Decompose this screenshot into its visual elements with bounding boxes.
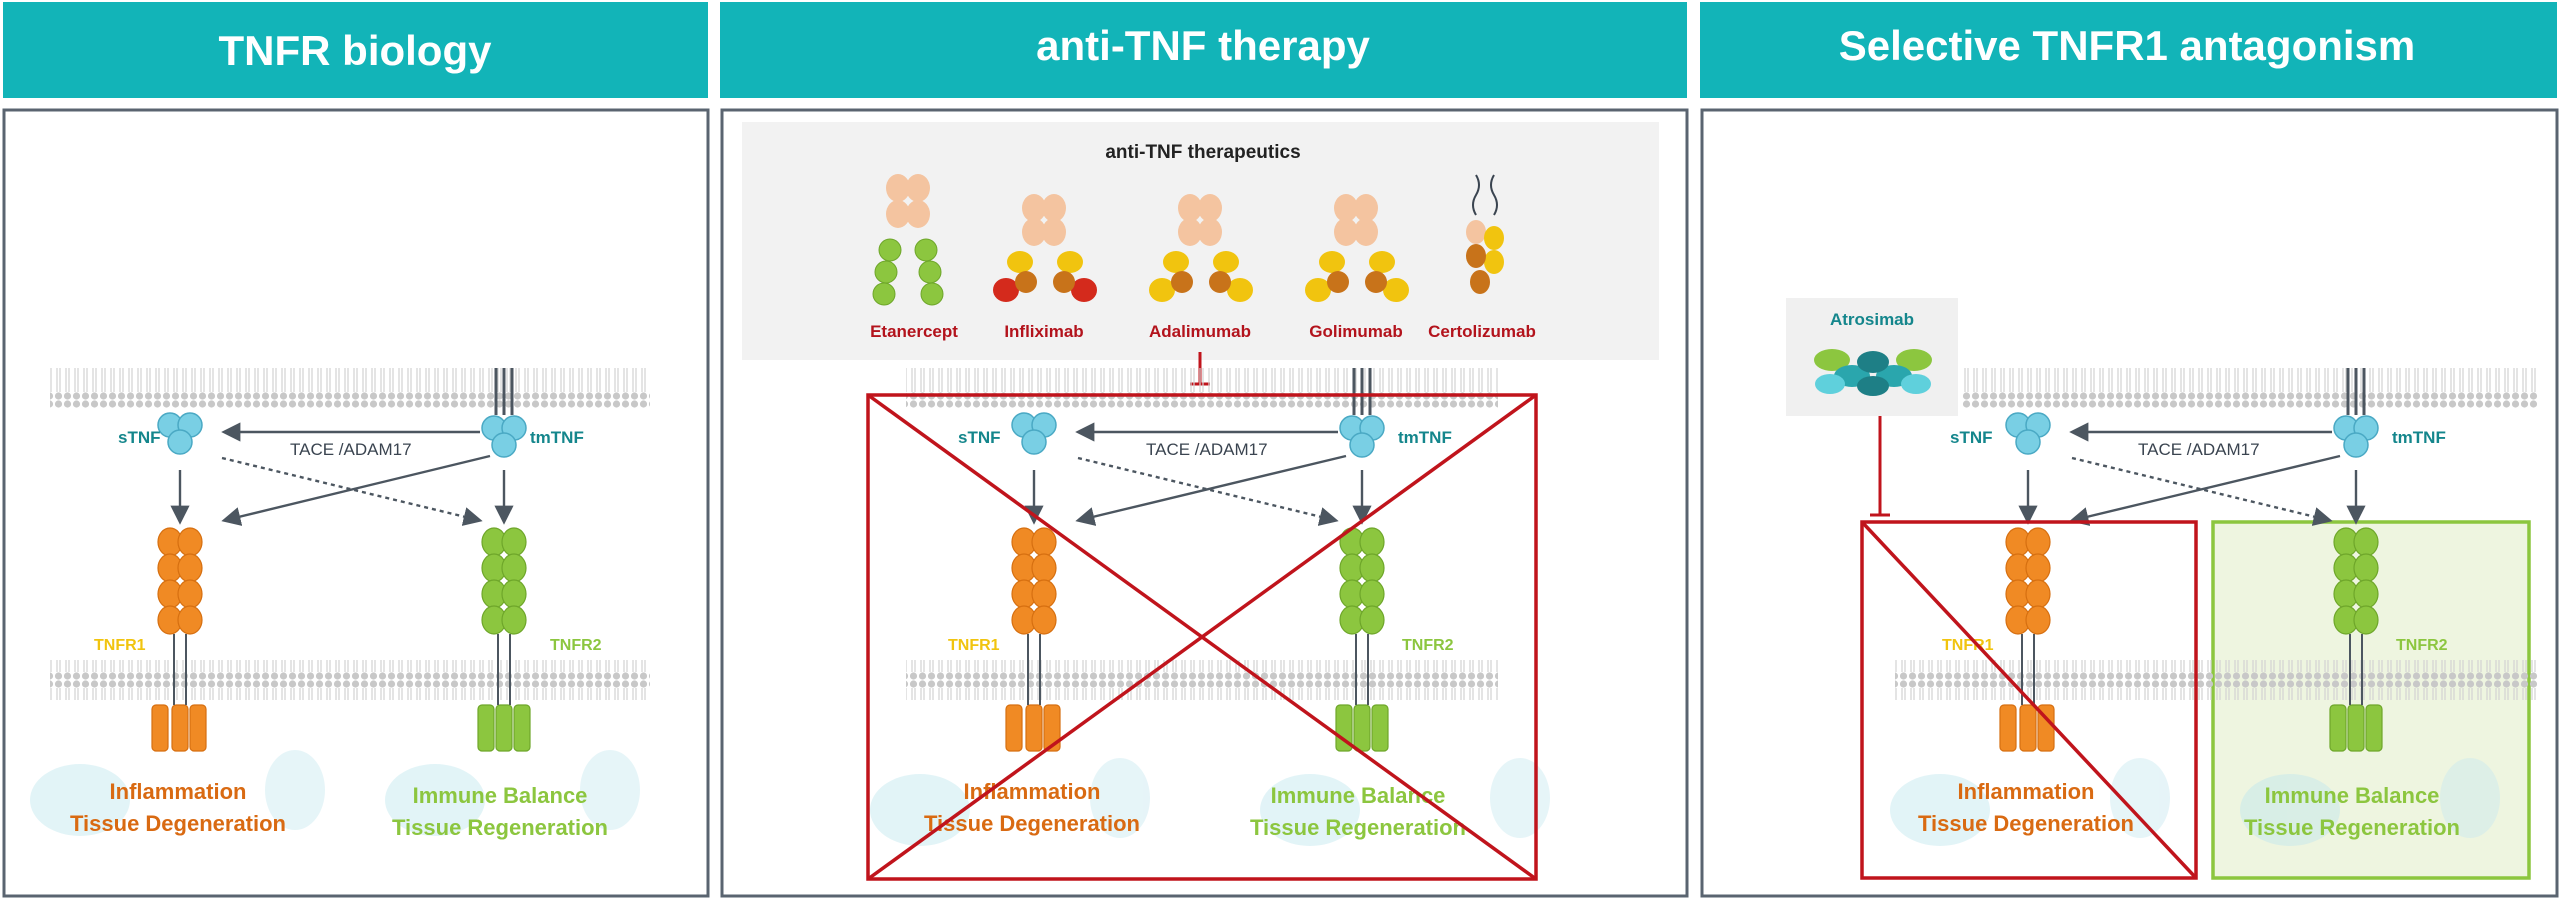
panel-title: Selective TNFR1 antagonism — [1839, 22, 2416, 69]
outcome2-line2: Tissue Regeneration — [1250, 815, 1466, 840]
tmtnf-trimer-icon — [1339, 415, 1385, 458]
outcome1-line1: Inflammation — [964, 779, 1101, 804]
cell-membrane-lower — [906, 660, 1498, 700]
stnf-trimer-icon — [2005, 412, 2051, 455]
blocked-tnfr1-cross-icon — [1860, 520, 2198, 880]
blocked-cross-icon — [866, 393, 1538, 881]
cell-membrane-upper — [1962, 368, 2538, 408]
drug-label-etanercept: Etanercept — [870, 322, 958, 341]
panel-frame — [2, 108, 710, 898]
panel-selective-tnfr1-antagonism: Selective TNFR1 antagonism Atrosimab — [1700, 2, 2559, 898]
outcome2-line2: Tissue Regeneration — [2244, 815, 2460, 840]
outcome2-line1: Immune Balance — [2265, 783, 2440, 808]
outcome1-line1: Inflammation — [1958, 779, 2095, 804]
panel-header — [1700, 2, 2557, 98]
tnfr2-receptor-icon — [1335, 527, 1389, 752]
atrosimab-label: Atrosimab — [1830, 310, 1914, 329]
cell-membrane-upper — [906, 368, 1498, 408]
tnfr2-label: TNFR2 — [550, 637, 602, 654]
certolizumab-icon — [1466, 174, 1504, 294]
tmtnf-anchor-icon — [494, 368, 514, 415]
stnf-label: sTNF — [118, 428, 161, 447]
tmtnf-label: tmTNF — [530, 428, 584, 447]
outcome1-line1: Inflammation — [110, 779, 247, 804]
tnfr1-receptor-icon — [1005, 527, 1061, 752]
signaling-arrows — [1024, 422, 1372, 526]
protease-label: TACE /ADAM17 — [290, 440, 412, 459]
stnf-trimer-icon — [157, 412, 203, 455]
drug-label-certolizumab: Certolizumab — [1428, 322, 1536, 341]
golimumab-icon — [1305, 194, 1409, 302]
signaling-arrows — [2018, 422, 2366, 526]
tnfr1-receptor-icon — [151, 527, 207, 752]
panel-frame — [720, 108, 1689, 898]
panel-anti-tnf-therapy: anti-TNF therapy anti-TNF therapeutics — [720, 2, 1689, 898]
panel-frame — [1700, 108, 2559, 898]
outcome2-line1: Immune Balance — [1271, 783, 1446, 808]
panel-title: TNFR biology — [219, 27, 493, 74]
stnf-trimer-icon — [1011, 412, 1057, 455]
panel-title: anti-TNF therapy — [1036, 22, 1370, 69]
drug-label-infliximab: Infliximab — [1004, 322, 1083, 341]
inhibition-icon — [1870, 416, 1890, 517]
tmtnf-label: tmTNF — [1398, 428, 1452, 447]
stnf-label: sTNF — [958, 428, 1001, 447]
cell-membrane-lower — [50, 660, 650, 700]
tnfr2-receptor-icon — [2329, 527, 2383, 752]
tnfr1-label: TNFR1 — [948, 637, 1000, 654]
outcome2-line2: Tissue Regeneration — [392, 815, 608, 840]
atrosimab-icon — [1814, 349, 1932, 396]
drug-label-golimumab: Golimumab — [1309, 322, 1403, 341]
outcome1-line2: Tissue Degeneration — [924, 811, 1140, 836]
tnfr1-label: TNFR1 — [1942, 637, 1994, 654]
tnfr2-label: TNFR2 — [1402, 637, 1454, 654]
organ-illustration — [1890, 758, 2500, 846]
drug-label-adalimumab: Adalimumab — [1149, 322, 1251, 341]
cell-membrane-upper — [50, 368, 650, 408]
outcome1-line2: Tissue Degeneration — [70, 811, 286, 836]
tmtnf-label: tmTNF — [2392, 428, 2446, 447]
panel-tnfr-biology: TNFR biology sTNF tmTNF TACE /ADAM17 — [2, 2, 710, 898]
tnfr1-label: TNFR1 — [94, 637, 146, 654]
tnfr2-label: TNFR2 — [2396, 637, 2448, 654]
tmtnf-anchor-icon — [2346, 368, 2366, 415]
outcome1-line2: Tissue Degeneration — [1918, 811, 2134, 836]
cell-membrane-lower — [1895, 660, 2538, 700]
adalimumab-icon — [1149, 194, 1253, 302]
panel-header — [3, 2, 708, 98]
organ-illustration — [30, 750, 640, 836]
tmtnf-trimer-icon — [2333, 415, 2379, 458]
tmtnf-trimer-icon — [481, 415, 527, 458]
infliximab-icon — [993, 194, 1097, 302]
stnf-label: sTNF — [1950, 428, 1993, 447]
etanercept-icon — [872, 174, 944, 306]
tnfr2-receptor-icon — [477, 527, 531, 752]
signaling-arrows — [170, 422, 514, 526]
tnfr1-receptor-icon — [1999, 527, 2055, 752]
protease-label: TACE /ADAM17 — [2138, 440, 2260, 459]
outcome2-line1: Immune Balance — [413, 783, 588, 808]
therapeutics-title: anti-TNF therapeutics — [1105, 142, 1300, 163]
protease-label: TACE /ADAM17 — [1146, 440, 1268, 459]
panel-header — [720, 2, 1687, 98]
tmtnf-anchor-icon — [1352, 368, 1372, 415]
